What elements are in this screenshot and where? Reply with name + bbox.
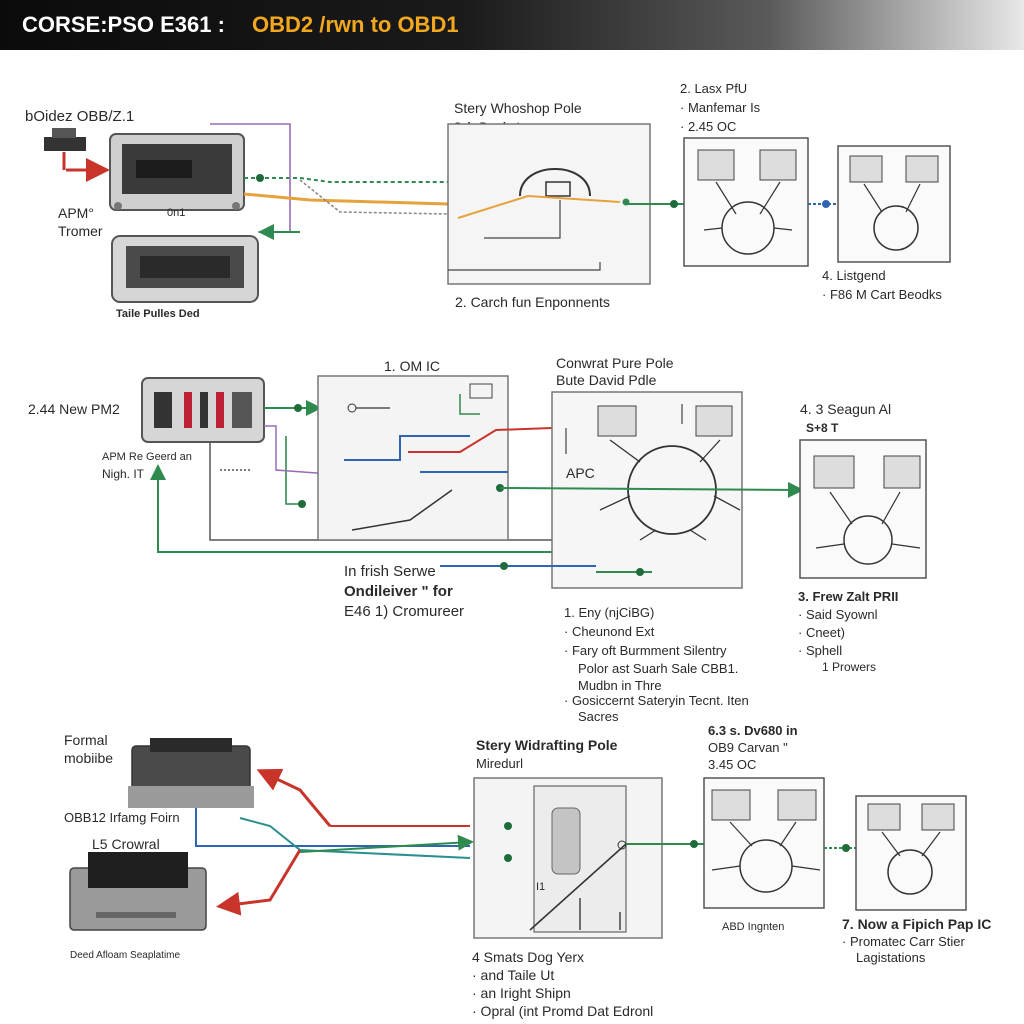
row2-right-title-1: 4. 3 Seagun Al bbox=[800, 401, 891, 417]
printer-module-2 bbox=[69, 852, 207, 931]
red-arrow-2 bbox=[256, 768, 332, 827]
ecu-module-top bbox=[109, 133, 245, 211]
row3-top-list-3: 3.45 OC bbox=[708, 757, 756, 772]
node bbox=[842, 844, 850, 852]
node bbox=[690, 840, 698, 848]
row3-center-panel bbox=[473, 777, 663, 939]
wire-green-4 bbox=[285, 436, 300, 505]
wire-green-8 bbox=[299, 834, 474, 853]
row2-list-item: 1. Eny (njCiBG) bbox=[564, 605, 654, 620]
node bbox=[670, 200, 678, 208]
relay-box-3 bbox=[799, 439, 927, 579]
row2-apm-label-2: Nigh. IT bbox=[102, 467, 145, 481]
row3-bottom-list-4: · Opral (int Promd Dat Edronl bbox=[472, 1003, 653, 1019]
row2-list-item: Mudbn in Thre bbox=[578, 678, 662, 693]
relay-box-4 bbox=[703, 777, 825, 909]
apm-label-1: APM° bbox=[58, 205, 94, 221]
wire-green-6 bbox=[499, 481, 804, 498]
row1-device-label: bOidez OBB/Z.1 bbox=[25, 108, 134, 125]
row3-bottom-list-2: · and Taile Ut bbox=[472, 967, 554, 983]
row3-top-list-2: OB9 Carvan " bbox=[708, 740, 788, 755]
red-arrow-3 bbox=[216, 849, 302, 916]
node bbox=[294, 404, 302, 412]
row2-list-item: Sacres bbox=[578, 709, 619, 724]
row1-panel-caption: 2. Carch fun Enponnents bbox=[455, 294, 610, 310]
wire-grey-1 bbox=[299, 179, 449, 215]
node bbox=[636, 568, 644, 576]
row3-small-label: I1 bbox=[536, 881, 545, 893]
wire-blue-3 bbox=[195, 808, 470, 847]
node bbox=[256, 174, 264, 182]
row2-bottom-text-2: Ondileiver " for bbox=[344, 583, 453, 600]
row-2: 2.44 New PM2 APM Re Geerd an Nigh. IT 1.… bbox=[28, 355, 927, 724]
row1-list-2: · Manfemar Is bbox=[680, 100, 761, 115]
row3-right-list-3: Lagistations bbox=[856, 950, 926, 965]
apm-label-2: Tromer bbox=[58, 223, 103, 239]
row2-ic-title: 1. OM IC bbox=[384, 358, 440, 374]
row1-right-list-2: · F86 M Cart Beodks bbox=[822, 287, 942, 302]
row3-bottom-caption: Deed Afloam Seaplatime bbox=[70, 950, 181, 961]
relay-box-2 bbox=[837, 145, 951, 263]
row3-bottom-list-1: 4 Smats Dog Yerx bbox=[472, 949, 584, 965]
wiring-diagram: bOidez OBB/Z.1 0n1 APM° Tromer Taile Pul… bbox=[25, 81, 991, 1019]
row2-device-label: 2.44 New PM2 bbox=[28, 401, 120, 417]
printer-module-1 bbox=[128, 738, 254, 808]
controller-module bbox=[141, 377, 265, 443]
node bbox=[822, 200, 830, 208]
row2-right-item: 3. Frew Zalt PRII bbox=[798, 589, 898, 604]
title-bar: CORSE:PSO E361 : OBD2 /rwn to OBD1 bbox=[0, 0, 1024, 50]
row2-panel-title-2: Bute David Pdle bbox=[556, 372, 657, 388]
relay-box-5 bbox=[855, 795, 967, 911]
row3-device-label-1: Formal bbox=[64, 732, 108, 748]
title-highlight: OBD2 /rwn to OBD1 bbox=[252, 12, 459, 37]
wire-green-1 bbox=[244, 177, 448, 183]
ecu-module-bottom bbox=[111, 235, 259, 303]
row3-connector-label: OBB12 Irfamg Foirn bbox=[64, 810, 180, 825]
row2-right-item: · Said Syownl bbox=[798, 607, 878, 622]
row1-list-1: 2. Lasx PfU bbox=[680, 81, 747, 96]
obd-plug-top bbox=[52, 128, 76, 138]
relay-box-1 bbox=[683, 137, 809, 267]
row2-bottom-text-3: E46 1) Cromureer bbox=[344, 603, 464, 620]
row1-panel-title-1: Stery Whoshop Pole bbox=[454, 100, 582, 116]
row2-right-item: · Sphell bbox=[798, 643, 842, 658]
row2-list-item: · Cheunond Ext bbox=[564, 624, 655, 639]
row1-small-label: 0n1 bbox=[167, 207, 185, 219]
row1-bottom-caption: Taile Pulles Ded bbox=[116, 308, 200, 320]
row3-right-list-1: 7. Now a Fipich Pap IC bbox=[842, 916, 991, 932]
row3-panel-title-2: Miredurl bbox=[476, 756, 523, 771]
row2-panel-title-1: Conwrat Pure Pole bbox=[556, 355, 674, 371]
row3-top-list-1: 6.3 s. Dv680 in bbox=[708, 723, 798, 738]
row3-device2-label: L5 Crowral bbox=[92, 836, 160, 852]
row1-right-list-1: 4. Listgend bbox=[822, 268, 886, 283]
obd-plug-icon bbox=[44, 137, 86, 151]
row1-center-panel bbox=[447, 123, 651, 285]
row2-apm-label-1: APM Re Geerd an bbox=[102, 451, 192, 463]
wire-teal-1 bbox=[239, 817, 471, 859]
row2-right-item: · Cneet) bbox=[798, 625, 845, 640]
row3-device-label-2: mobiibe bbox=[64, 750, 113, 766]
apc-label: APC bbox=[566, 465, 595, 481]
row3-right-list-2: · Promatec Carr Stier bbox=[842, 934, 965, 949]
row3-bottom-list-3: · an Iright Shipn bbox=[472, 985, 571, 1001]
row2-list-item: · Fary oft Burmment Silentry bbox=[564, 643, 727, 658]
title-prefix: CORSE:PSO E361 : bbox=[22, 12, 225, 37]
node bbox=[500, 562, 508, 570]
row2-list-item: · Gosiccernt Sateryin Tecnt. Iten bbox=[564, 693, 749, 708]
row2-center-list: 1. Eny (njCiBG) · Cheunond Ext · Fary of… bbox=[564, 605, 749, 724]
row1-list-3: · 2.45 OC bbox=[680, 119, 736, 134]
row2-right-item: 1 Prowers bbox=[822, 660, 876, 674]
row3-panel-title-1: Stery Widrafting Pole bbox=[476, 737, 618, 753]
row3-mid-caption: ABD Ingnten bbox=[722, 921, 784, 933]
ic-panel bbox=[298, 375, 553, 541]
row-1: bOidez OBB/Z.1 0n1 APM° Tromer Taile Pul… bbox=[25, 81, 951, 320]
row-3: Formal mobiibe OBB12 Irfamg Foirn L5 Cro… bbox=[64, 723, 991, 1019]
row2-list-item: Polor ast Suarh Sale CBB1. bbox=[578, 661, 738, 676]
row2-right-list: 3. Frew Zalt PRII · Said Syownl · Cneet)… bbox=[798, 589, 898, 674]
row2-bottom-text-1: In frish Serwe bbox=[344, 563, 436, 580]
row2-right-title-2: S+8 T bbox=[806, 421, 839, 435]
wire-orange-1 bbox=[243, 192, 449, 206]
